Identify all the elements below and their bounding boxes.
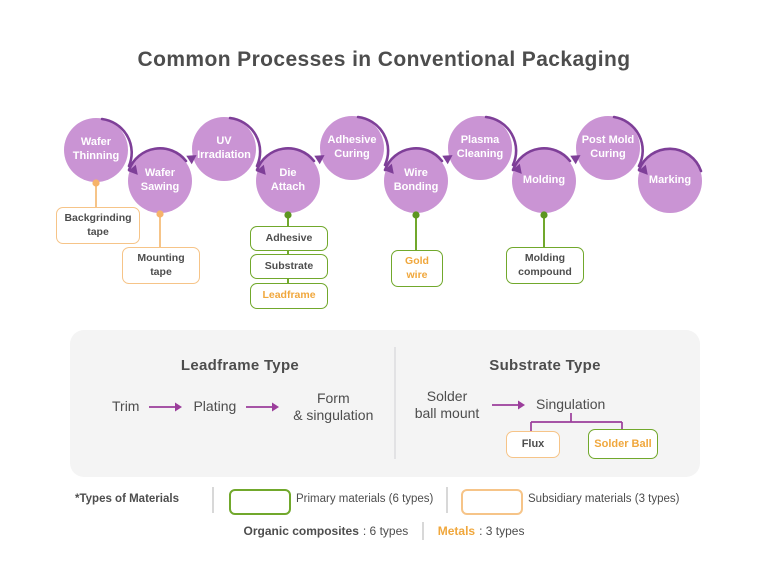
- substrate-step-solder-ball-mount: Solder ball mount: [414, 387, 480, 422]
- leadframe-step-form-singulation: Form & singulation: [293, 389, 374, 424]
- organic-composites-label: Organic composites: [243, 524, 359, 538]
- metals-label: Metals: [437, 524, 476, 538]
- legend-divider: [446, 487, 448, 513]
- process-node-plasma-cleaning: Plasma Cleaning: [448, 116, 512, 180]
- legend-primary-label: Primary materials (6 types): [296, 493, 434, 505]
- flow-arrow-icon: [246, 402, 280, 412]
- material-box-gold-wire: Gold wire: [391, 250, 443, 287]
- metals-value: : 3 types: [479, 524, 525, 538]
- material-counts-row: Organic composites : 6 types Metals : 3 …: [0, 522, 768, 540]
- leadframe-step-trim: Trim: [112, 398, 140, 415]
- process-node-die-attach: Die Attach: [256, 149, 320, 213]
- material-box-leadframe: Leadframe: [250, 283, 328, 309]
- material-box-substrate: Substrate: [250, 254, 328, 279]
- leadframe-type-flow: Trim Plating Form & singulation: [112, 385, 376, 429]
- legend-primary-swatch: [229, 489, 291, 515]
- process-node-wafer-sawing: Wafer Sawing: [128, 149, 192, 213]
- legend-types-label: *Types of Materials: [75, 493, 179, 505]
- material-box-adhesive: Adhesive: [250, 226, 328, 251]
- substrate-type-flow: Solder ball mount Singulation: [412, 383, 606, 427]
- material-box-backgrinding-tape: Backgrinding tape: [56, 207, 140, 244]
- process-node-marking: Marking: [638, 149, 702, 213]
- process-node-wafer-thinning: Wafer Thinning: [64, 118, 128, 182]
- legend-subsidiary-swatch: [461, 489, 523, 515]
- process-node-wire-bonding: Wire Bonding: [384, 149, 448, 213]
- leadframe-step-plating: Plating: [193, 398, 237, 415]
- flow-arrow-icon: [149, 402, 183, 412]
- process-node-post-mold-curing: Post Mold Curing: [576, 116, 640, 180]
- panel-divider: [394, 347, 396, 459]
- legend-subsidiary-label: Subsidiary materials (3 types): [528, 493, 680, 505]
- process-node-molding: Molding: [512, 149, 576, 213]
- process-node-uv-irradiation: UV Irradiation: [192, 117, 256, 181]
- page-title: Common Processes in Conventional Packagi…: [137, 48, 631, 71]
- legend-divider: [212, 487, 214, 513]
- counts-divider: [422, 522, 424, 540]
- process-node-adhesive-curing: Adhesive Curing: [320, 116, 384, 180]
- material-box-solder-ball: Solder Ball: [588, 429, 658, 459]
- substrate-type-heading: Substrate Type: [489, 357, 601, 374]
- organic-composites-value: : 6 types: [362, 524, 409, 538]
- flow-arrow-icon: [492, 400, 525, 410]
- material-box-molding-compound: Molding compound: [506, 247, 584, 284]
- substrate-step-singulation: Singulation: [536, 396, 606, 413]
- leadframe-type-heading: Leadframe Type: [180, 357, 300, 374]
- material-box-mounting-tape: Mounting tape: [122, 247, 200, 284]
- material-box-flux: Flux: [506, 431, 560, 458]
